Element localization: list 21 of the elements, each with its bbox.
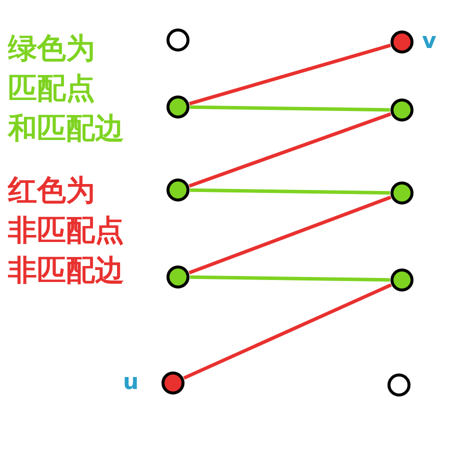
vertex-circle: [390, 268, 414, 292]
vertex-circle: [166, 178, 190, 202]
vertex-circle: [390, 30, 414, 54]
vertex-circle: [161, 371, 185, 395]
edge-line: [189, 44, 391, 106]
vertex-circle: [166, 28, 190, 52]
vertex-circle: [166, 95, 190, 119]
edge-line: [190, 188, 390, 195]
note-text: 绿色为匹配点和匹配边: [8, 30, 125, 147]
edge-line: [183, 283, 392, 380]
edge-line: [188, 112, 392, 188]
vertex-circle: [387, 373, 411, 397]
note-text: 红色为非匹配点非匹配边: [8, 172, 125, 289]
edge-line: [190, 105, 390, 112]
vertex-label: v: [422, 30, 436, 54]
vertex-circle: [166, 265, 190, 289]
vertex-label: u: [123, 371, 139, 395]
edge-line: [190, 275, 390, 282]
vertex-circle: [390, 98, 414, 122]
vertex-circle: [390, 181, 414, 205]
edge-line: [188, 196, 392, 274]
